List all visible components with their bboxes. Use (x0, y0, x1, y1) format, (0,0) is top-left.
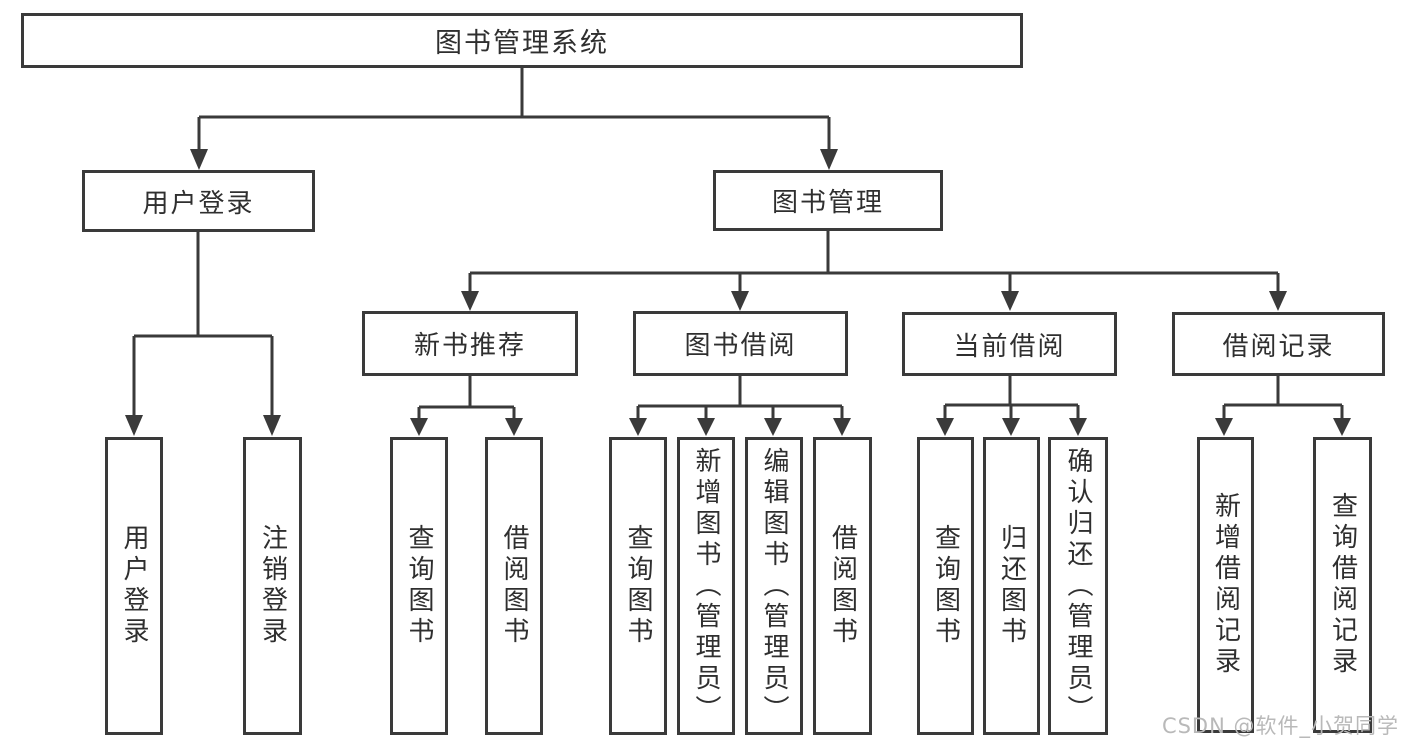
node-label: 新书推荐 (413, 331, 526, 361)
node-label: 用户登录 (119, 524, 149, 648)
node-label: 归还图书 (996, 524, 1027, 648)
connector-bookmgmt-to-level3 (461, 230, 1287, 311)
leaf-add-book-admin: 新增图书（管理员） (677, 437, 735, 735)
node-label: 图书管理 (771, 188, 884, 218)
leaf-query-borrow-record: 查询借阅记录 (1313, 437, 1372, 733)
node-label: 新增借阅记录 (1210, 492, 1241, 678)
leaf-logout: 注销登录 (243, 437, 302, 735)
node-label: 注销登录 (257, 524, 288, 648)
node-label: 查询借阅记录 (1327, 492, 1358, 678)
connector-borrowrecords-to-children (1215, 376, 1351, 436)
leaf-confirm-return-admin: 确认归还（管理员） (1048, 437, 1108, 735)
node-label: 当前借阅 (953, 331, 1066, 362)
node-label: 查询图书 (404, 524, 434, 648)
node-book-borrowing: 图书借阅 (633, 311, 848, 376)
connector-root-to-level2 (190, 68, 838, 170)
leaf-add-borrow-record: 新增借阅记录 (1197, 437, 1254, 733)
node-borrowing-records: 借阅记录 (1172, 312, 1385, 376)
node-label: 图书借阅 (684, 331, 797, 361)
leaf-user-login: 用户登录 (105, 437, 163, 735)
node-label: 确认归还（管理员） (1063, 446, 1093, 726)
node-library-management-system: 图书管理系统 (21, 13, 1023, 68)
leaf-query-book-recommend: 查询图书 (390, 437, 448, 735)
node-label: 图书管理系统 (435, 28, 609, 59)
node-label: 查询图书 (930, 524, 961, 648)
node-label: 新增图书（管理员） (691, 446, 721, 726)
node-label: 借阅图书 (499, 524, 529, 648)
node-book-management: 图书管理 (713, 170, 943, 231)
node-current-borrowing: 当前借阅 (902, 312, 1117, 376)
node-user-login: 用户登录 (82, 170, 315, 232)
leaf-query-book-borrowing: 查询图书 (609, 437, 667, 735)
csdn-watermark: CSDN @软件_小贺同学 (1161, 714, 1399, 738)
node-label: 查询图书 (623, 524, 653, 648)
node-label: 用户登录 (142, 188, 255, 219)
node-label: 借阅记录 (1222, 331, 1335, 362)
leaf-query-book-current: 查询图书 (917, 437, 974, 735)
leaf-borrow-book-recommend: 借阅图书 (485, 437, 543, 735)
connector-bookborrow-to-children (629, 376, 851, 436)
node-label: 编辑图书（管理员） (759, 446, 789, 726)
connector-currentborrow-to-children (936, 376, 1087, 436)
leaf-edit-book-admin: 编辑图书（管理员） (745, 437, 803, 735)
connector-userlogin-to-children (125, 232, 281, 436)
node-new-book-recommendation: 新书推荐 (362, 311, 578, 376)
node-label: 借阅图书 (827, 524, 858, 648)
connector-newbook-to-children (410, 376, 523, 436)
leaf-return-book: 归还图书 (983, 437, 1040, 735)
leaf-borrow-book-borrowing: 借阅图书 (813, 437, 872, 735)
